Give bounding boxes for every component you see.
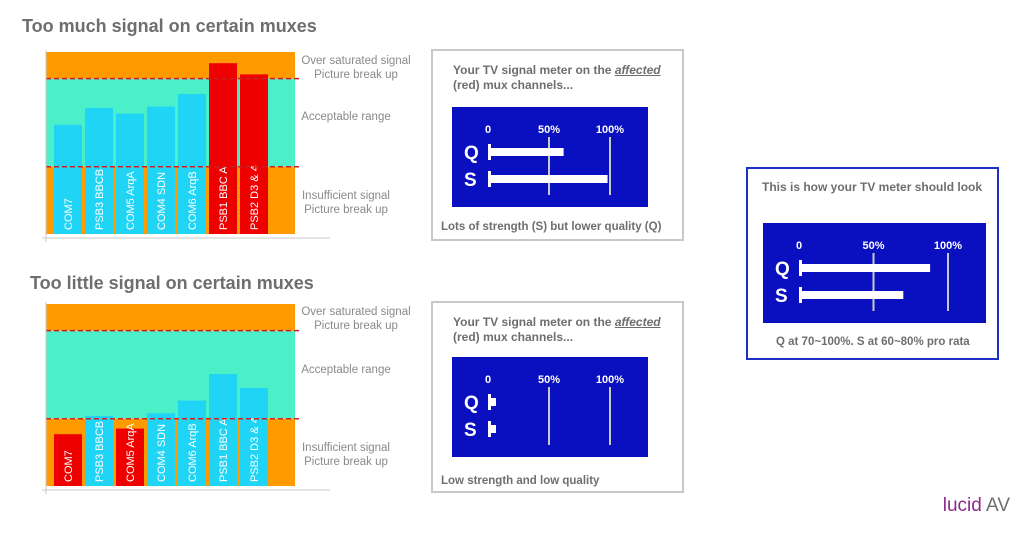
meter2-caption: Low strength and low quality bbox=[441, 475, 600, 487]
bar-label: COM5 ArqA bbox=[125, 171, 137, 230]
meter3-title-prefix: This is how your TV meter should look bbox=[762, 180, 983, 194]
Q-label: Q bbox=[464, 143, 479, 164]
bar bbox=[147, 413, 175, 486]
S-label: S bbox=[464, 420, 477, 441]
bar bbox=[209, 63, 237, 235]
signal-chart-too-little: COM7 PSB3 BBCB COM5 ArqA COM4 SDN COM6 ArqB P… bbox=[42, 302, 330, 494]
S-label: S bbox=[775, 286, 788, 307]
tick-label: 0 bbox=[485, 374, 491, 386]
meter-panel-too-much: Your TV signal meter on the affected (re… bbox=[431, 49, 684, 241]
meter2-title-emphasis: affected bbox=[614, 315, 661, 329]
chart2-heading: Too little signal on certain muxes bbox=[30, 273, 314, 293]
bar-label: COM4 SDN bbox=[156, 424, 168, 482]
meter1-title-suffix: (red) mux channels... bbox=[453, 78, 574, 92]
bar bbox=[178, 400, 206, 486]
bar-label: COM7 bbox=[63, 450, 75, 482]
meter1-title: Your TV signal meter on the affected (re… bbox=[453, 63, 683, 93]
S-level-bar bbox=[488, 175, 608, 183]
S-level-bar bbox=[488, 425, 496, 433]
chart1-zone-acceptable-label: Acceptable range bbox=[301, 111, 391, 123]
Q-label: Q bbox=[775, 259, 790, 280]
chart2-zone-insufficient-label: Insufficient signal Picture break up bbox=[301, 442, 390, 468]
bar bbox=[178, 94, 206, 234]
tick-label: 0 bbox=[485, 124, 491, 136]
bar bbox=[209, 374, 237, 486]
meter2-title: Your TV signal meter on the affected (re… bbox=[453, 315, 683, 345]
bar bbox=[85, 416, 113, 486]
tv-signal-meter: 0 50% 100% QS bbox=[452, 357, 648, 457]
tick-label: 100% bbox=[596, 124, 624, 136]
Q-level-bar bbox=[488, 398, 496, 406]
bar-label: COM7 bbox=[63, 198, 75, 230]
tick-label: 50% bbox=[538, 374, 560, 386]
tick-label: 0 bbox=[796, 240, 802, 252]
tick-label: 100% bbox=[596, 374, 624, 386]
chart2-zone-over-label: Over saturated signal Picture break up bbox=[301, 306, 411, 332]
meter-panel-expected: This is how your TV meter should look 0 5… bbox=[746, 167, 999, 360]
meter1-title-emphasis: affected bbox=[614, 63, 661, 77]
bar bbox=[116, 428, 144, 486]
bar-label: COM6 ArqB bbox=[187, 423, 199, 482]
meter1-title-prefix: Your TV signal meter on the bbox=[453, 63, 615, 77]
bar-label: PSB1 BBC A bbox=[218, 418, 230, 482]
bar-label: COM4 SDN bbox=[156, 172, 168, 230]
over-saturated-zone bbox=[46, 52, 295, 79]
Q-label: Q bbox=[464, 393, 479, 414]
tv-signal-meter: 0 50% 100% QS bbox=[763, 223, 986, 323]
meter3-title: This is how your TV meter should look bbox=[762, 180, 994, 195]
meter2-title-prefix: Your TV signal meter on the bbox=[453, 315, 615, 329]
meter3-caption: Q at 70~100%. S at 60~80% pro rata bbox=[776, 336, 970, 348]
bar-label: PSB1 BBC A bbox=[218, 166, 230, 230]
bar bbox=[54, 434, 82, 486]
meter1-caption: Lots of strength (S) but lower quality (… bbox=[441, 221, 662, 233]
bar bbox=[240, 74, 268, 235]
lucid-av-logo: lucid AV bbox=[942, 495, 1010, 516]
bar bbox=[54, 124, 82, 234]
bar bbox=[147, 106, 175, 234]
bar bbox=[240, 388, 268, 486]
signal-chart-too-much: COM7 PSB3 BBCB COM5 ArqA COM4 SDN COM6 ArqB P… bbox=[42, 50, 330, 242]
bar-label: PSB2 D3 & 4 bbox=[249, 165, 261, 230]
chart1-zone-insufficient-label: Insufficient signal Picture break up bbox=[301, 190, 390, 216]
chart1-heading: Too much signal on certain muxes bbox=[22, 16, 317, 36]
chart1-zone-over-label: Over saturated signal Picture break up bbox=[301, 55, 411, 81]
bar-label: COM5 ArqA bbox=[125, 423, 137, 482]
meter-panel-too-little: Your TV signal meter on the affected (re… bbox=[431, 301, 684, 493]
meter2-title-suffix: (red) mux channels... bbox=[453, 330, 574, 344]
Q-level-bar bbox=[799, 264, 931, 272]
chart2-zone-acceptable-label: Acceptable range bbox=[301, 364, 391, 376]
tv-signal-meter: 0 50% 100% QS bbox=[452, 107, 648, 207]
bar-label: PSB3 BBCB bbox=[94, 421, 106, 482]
bar bbox=[85, 108, 113, 234]
Q-level-bar bbox=[488, 148, 564, 156]
bar bbox=[116, 113, 144, 234]
bar-label: PSB3 BBCB bbox=[94, 169, 106, 230]
bar-label: PSB2 D3 & 4 bbox=[249, 417, 261, 482]
S-label: S bbox=[464, 170, 477, 191]
tick-label: 50% bbox=[862, 240, 884, 252]
S-level-bar bbox=[799, 291, 904, 299]
tick-label: 100% bbox=[934, 240, 962, 252]
bar-label: COM6 ArqB bbox=[187, 171, 199, 230]
over-saturated-zone bbox=[46, 304, 295, 331]
tick-label: 50% bbox=[538, 124, 560, 136]
